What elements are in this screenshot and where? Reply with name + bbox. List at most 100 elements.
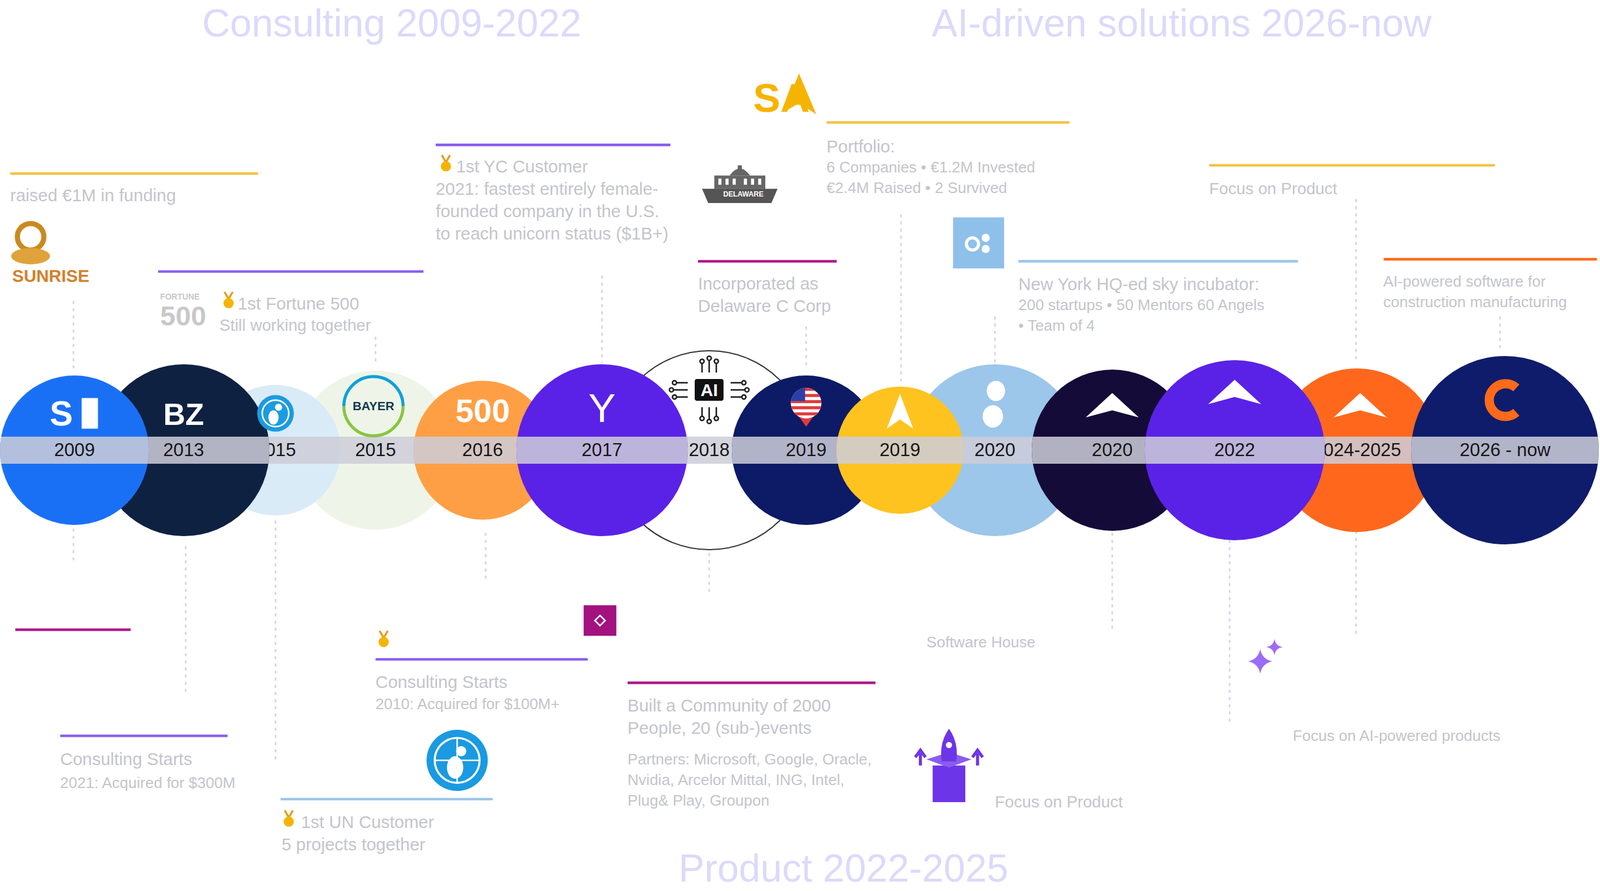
delaware-building: [737, 165, 742, 172]
medal-icon: [440, 155, 451, 172]
leader-line: [374, 336, 377, 366]
accent-line: [10, 122, 1597, 799]
delaware-building: [701, 165, 778, 203]
chip-pins: [676, 395, 688, 398]
leader-line: [484, 532, 487, 580]
chip-pins: [741, 394, 746, 399]
chip-pins: [701, 407, 703, 417]
unicef-logo: [434, 737, 480, 783]
timeline-circle: Y2017: [516, 364, 688, 536]
leader-line: [1355, 530, 1358, 638]
medal-icon: [379, 630, 388, 638]
leader-line: [805, 326, 808, 366]
accent-line: [280, 797, 493, 800]
delaware-building: [714, 175, 766, 189]
incubator-logo: [966, 237, 979, 250]
annotation-text: 1st Fortune 500: [237, 292, 359, 314]
annotation-text: 5 projects together: [281, 833, 426, 855]
unicef-badge: [262, 400, 289, 427]
delaware-building: [725, 178, 729, 185]
annotation-text: FORTUNE: [160, 291, 200, 302]
accent-line: [627, 681, 876, 684]
annotation-text: Built a Community of 2000 People, 20 (su…: [627, 694, 881, 739]
annotation-text: 2021: fastest entirely female-founded co…: [435, 177, 676, 245]
flag-pin: [790, 405, 823, 409]
delaware-building: [751, 178, 755, 185]
rocket-icon: [945, 741, 952, 748]
chip-pins: [708, 407, 710, 420]
chip-pins: [715, 362, 718, 373]
accent-line: [158, 270, 424, 273]
unicef-logo: [447, 755, 464, 779]
leader-line: [708, 552, 710, 592]
incubator-logo: [952, 217, 1005, 269]
accent-line: [375, 657, 588, 660]
unicef-logo: [426, 729, 488, 791]
chip-pins: [707, 419, 712, 424]
unicef-badge: [257, 394, 294, 432]
annotation-text: raised €1M in funding: [10, 184, 176, 206]
medal-icon: [284, 810, 293, 818]
chip-pins: [672, 380, 677, 385]
medal-icon: [283, 810, 294, 827]
chip-pins: [708, 360, 710, 373]
logo-text: S: [0, 395, 136, 431]
delaware-building: [701, 188, 778, 203]
sunrise-logo: [11, 247, 50, 265]
annotation-text: 1st YC Customer: [455, 155, 588, 177]
chip-pins: [730, 395, 742, 398]
sparkle-icon: [1266, 638, 1283, 656]
leader-line: [1355, 198, 1358, 359]
annotation-text: Software House: [926, 632, 1036, 652]
annotation-text: 6 Companies • €1.2M Invested €2.4M Raise…: [826, 157, 1077, 198]
annotation-text: 200 startups • 50 Mentors 60 Angels • Te…: [1018, 294, 1269, 336]
accent-line: [1383, 257, 1598, 260]
accent-line: [60, 734, 228, 737]
annotation-text: DELAWARE: [721, 190, 766, 200]
chip-pins: [673, 388, 688, 391]
year-label: 2019: [836, 438, 963, 462]
incubator-logo: [981, 244, 990, 253]
annotation-text: 500: [160, 301, 206, 331]
code-icon: [583, 604, 617, 636]
chip-pins: [700, 416, 705, 421]
delaware-building: [744, 178, 748, 185]
unicef-badge: [257, 394, 294, 432]
chip-pins: [669, 387, 674, 392]
annotation-text: Partners: Microsoft, Google, Oracle, Nvi…: [627, 748, 878, 810]
accent-line: [698, 260, 838, 263]
annotation-text: SUNRISE: [12, 265, 90, 286]
annotation-text: Focus on Product: [994, 791, 1123, 812]
annotation-text: SA: [752, 73, 810, 123]
delaware-building: [718, 178, 722, 185]
logo-text: Y: [516, 387, 688, 429]
annotation-text: Still working together: [219, 315, 372, 335]
accent-line: [15, 628, 131, 631]
accent-line: [1209, 164, 1496, 167]
chip-pins: [730, 388, 745, 391]
accent-line: [1018, 260, 1298, 263]
timeline-circle: S 2009: [0, 375, 149, 525]
leader-line: [72, 528, 75, 563]
annotation-text: Consulting Starts: [60, 748, 192, 769]
section-heading: Product 2022-2025: [678, 844, 1009, 891]
year-label: 2026 - now: [1411, 438, 1599, 462]
logo-bar: [81, 397, 99, 429]
year-label: 2009: [0, 438, 149, 462]
medal-icon: [283, 815, 294, 826]
delaware-building: [718, 178, 762, 185]
delaware-building: [758, 178, 762, 185]
chip-pins: [676, 381, 688, 384]
leader-line: [601, 275, 603, 362]
rocket-icon: [915, 750, 926, 766]
leader-line: [900, 214, 902, 386]
code-icon: [583, 604, 617, 636]
sparkle-icon: [1248, 648, 1273, 674]
annotation-text: New York HQ-ed sky incubator:: [1018, 273, 1259, 295]
section-heading: AI-driven solutions 2026-now: [931, 0, 1432, 47]
chip-pins: [700, 358, 705, 363]
medal-icon: [378, 630, 389, 648]
blob-icon: [986, 380, 1005, 402]
annotation-text: 2010: Acquired for $100M+: [375, 694, 560, 713]
delaware-building: [732, 178, 736, 185]
